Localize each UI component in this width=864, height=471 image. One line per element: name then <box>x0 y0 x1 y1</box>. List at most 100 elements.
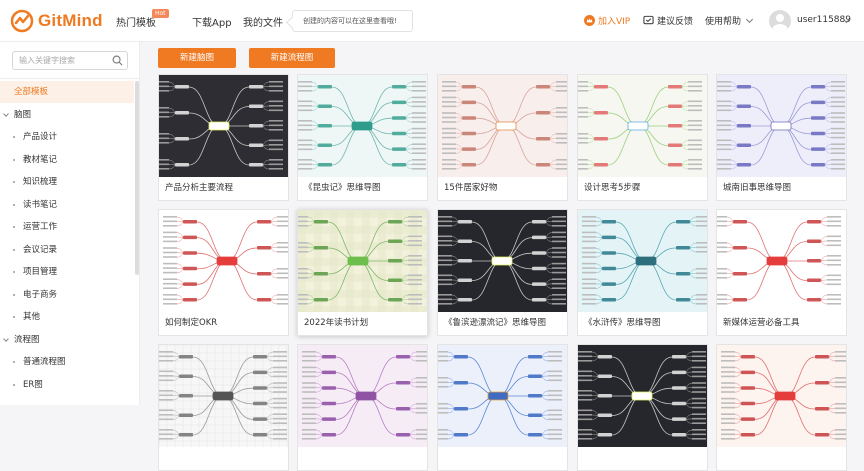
template-thumbnail[interactable] <box>438 75 567 177</box>
template-thumbnail[interactable] <box>159 345 288 447</box>
sidebar-item-label: 知识梳理 <box>23 177 58 187</box>
avatar[interactable] <box>769 10 791 32</box>
sidebar-item-label: 运营工作 <box>23 222 58 232</box>
sidebar-item-label: 读书笔记 <box>23 199 58 210</box>
vip-label: 加入VIP <box>598 17 631 27</box>
template-card[interactable]: 城南旧事思维导图 <box>716 74 847 201</box>
nav-hot-templates[interactable]: 热门模板 <box>116 18 156 29</box>
new-mindmap-button[interactable]: 新建脑图 <box>158 48 236 68</box>
template-thumbnail[interactable] <box>717 345 846 447</box>
bullet-dot <box>13 226 15 228</box>
logo[interactable]: GitMind <box>10 9 103 33</box>
template-thumbnail[interactable] <box>717 75 846 177</box>
template-card[interactable]: 如何制定OKR <box>158 209 289 336</box>
username[interactable]: user115889 <box>797 15 851 25</box>
sidebar-item[interactable]: ER图 <box>0 374 134 396</box>
sidebar-item-label: 会议记录 <box>23 244 58 255</box>
sidebar-item-label: 流程图 <box>14 334 40 345</box>
sidebar-item[interactable]: 项目管理 <box>0 261 134 283</box>
template-thumbnail-svg <box>159 75 288 177</box>
template-thumbnail[interactable] <box>438 345 567 447</box>
template-thumbnail-svg <box>298 345 427 447</box>
nav-my-files[interactable]: 我的文件 <box>243 18 283 29</box>
top-bar: GitMind 热门模板 Hot 下载App 我的文件 创建的内容可以在这里查看… <box>0 0 864 42</box>
bullet-dot <box>13 293 15 296</box>
sidebar-item[interactable]: 流程图 <box>0 329 134 351</box>
bullet-dot <box>13 271 15 273</box>
template-title: 《水浒传》思维导图 <box>584 318 661 328</box>
sidebar-item[interactable]: 会议记录 <box>0 239 134 261</box>
template-title: 新媒体运营必备工具 <box>723 318 800 328</box>
sidebar-item-label: 电子商务 <box>23 289 58 300</box>
template-card[interactable] <box>297 344 428 471</box>
bullet-dot <box>13 181 15 183</box>
template-title: 2022年读书计划 <box>304 318 369 328</box>
new-flowchart-button[interactable]: 新建流程图 <box>249 48 335 68</box>
template-card[interactable]: 2022年读书计划 <box>297 209 428 336</box>
template-card[interactable]: 《水浒传》思维导图 <box>577 209 708 336</box>
template-thumbnail[interactable] <box>578 75 707 177</box>
template-card[interactable]: 产品分析主要流程 <box>158 74 289 201</box>
sidebar-item[interactable]: 其他 <box>0 306 134 328</box>
sidebar-item[interactable]: 教材笔记 <box>0 149 134 171</box>
template-card[interactable] <box>437 344 568 471</box>
template-thumbnail[interactable] <box>298 75 427 177</box>
hot-badge: Hot <box>152 9 169 18</box>
template-thumbnail-svg <box>438 345 567 447</box>
sidebar-item[interactable]: 运营工作 <box>0 216 134 238</box>
template-card[interactable]: 新媒体运营必备工具 <box>716 209 847 336</box>
template-thumbnail-svg <box>159 210 288 312</box>
template-thumbnail[interactable] <box>717 210 846 312</box>
template-card[interactable]: 15件居家好物 <box>437 74 568 201</box>
template-thumbnail-svg <box>438 210 567 312</box>
template-thumbnail-svg <box>717 345 846 447</box>
template-title: 15件居家好物 <box>444 183 498 193</box>
sidebar-item-label: 全部模板 <box>14 87 49 97</box>
search-input[interactable]: 输入关键字搜索 <box>12 51 128 70</box>
template-thumbnail[interactable] <box>438 210 567 312</box>
chevron-down-icon[interactable] <box>3 110 9 117</box>
template-thumbnail[interactable] <box>159 75 288 177</box>
chevron-down-icon <box>745 15 754 23</box>
template-thumbnail[interactable] <box>578 210 707 312</box>
sidebar-item[interactable]: 全部模板 <box>0 81 134 103</box>
template-thumbnail-svg <box>578 345 707 447</box>
sidebar-item[interactable]: 普通流程图 <box>0 351 134 373</box>
template-title: 《鲁滨逊漂流记》思维导图 <box>444 318 547 328</box>
template-card[interactable]: 《鲁滨逊漂流记》思维导图 <box>437 209 568 336</box>
template-thumbnail[interactable] <box>298 210 427 312</box>
sidebar: 输入关键字搜索 全部模板脑图产品设计教材笔记知识梳理读书笔记运营工作会议记录项目… <box>0 42 140 405</box>
vip-button[interactable]: 加入VIP <box>584 14 630 27</box>
nav-download-app[interactable]: 下载App <box>192 18 232 29</box>
bullet-dot <box>13 248 15 251</box>
template-thumbnail-svg <box>298 75 427 177</box>
bullet-dot <box>13 158 15 161</box>
sidebar-item[interactable]: 知识梳理 <box>0 171 134 193</box>
template-card[interactable] <box>716 344 847 471</box>
sidebar-scrollbar[interactable] <box>135 81 139 275</box>
template-title: 设计思考5步骤 <box>584 183 641 193</box>
bullet-dot <box>13 383 15 386</box>
sidebar-item[interactable]: 脑图 <box>0 104 134 126</box>
sidebar-item-label: 项目管理 <box>23 267 58 277</box>
sidebar-item[interactable]: 电子商务 <box>0 284 134 306</box>
template-card[interactable] <box>577 344 708 471</box>
feedback-button[interactable]: 建议反馈 <box>643 14 693 27</box>
chevron-down-icon[interactable] <box>3 335 9 342</box>
bullet-dot <box>13 136 15 138</box>
template-thumbnail[interactable] <box>159 210 288 312</box>
template-card[interactable] <box>158 344 289 471</box>
template-card[interactable]: 设计思考5步骤 <box>577 74 708 201</box>
sidebar-item[interactable]: 读书笔记 <box>0 194 134 216</box>
sidebar-item[interactable]: 产品设计 <box>0 126 134 148</box>
template-thumbnail[interactable] <box>298 345 427 447</box>
search-icon[interactable] <box>112 55 123 66</box>
template-thumbnail[interactable] <box>578 345 707 447</box>
template-card[interactable]: 《昆虫记》思维导图 <box>297 74 428 201</box>
template-thumbnail-svg <box>578 210 707 312</box>
sidebar-item-label: ER图 <box>23 379 43 390</box>
my-files-tooltip: 创建的内容可以在这里查看哦! <box>292 10 413 32</box>
help-menu[interactable]: 使用帮助 <box>705 14 754 27</box>
bullet-dot <box>13 361 15 363</box>
sidebar-item-label: 教材笔记 <box>23 154 58 165</box>
